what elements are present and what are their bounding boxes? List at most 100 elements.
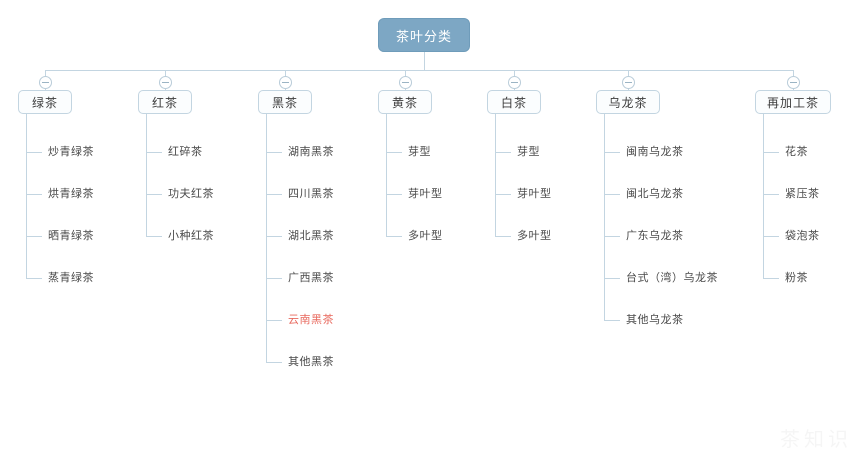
leaf-node[interactable]: 云南黑茶 <box>288 313 334 326</box>
leaf-tick-line <box>763 152 779 153</box>
branch-node-green[interactable]: 绿茶 <box>18 90 72 114</box>
minus-circle-icon-reprocessed[interactable] <box>787 76 800 89</box>
leaf-tick-line <box>266 362 282 363</box>
leaf-tick-line <box>386 152 402 153</box>
branch-node-dark[interactable]: 黑茶 <box>258 90 312 114</box>
minus-circle-icon-oolong[interactable] <box>622 76 635 89</box>
minus-circle-icon-dark[interactable] <box>279 76 292 89</box>
leaf-tick-line <box>266 194 282 195</box>
branch-drop-line <box>628 70 629 76</box>
leaf-tick-line <box>266 236 282 237</box>
toggle-stem-line <box>793 89 794 90</box>
leaf-node[interactable]: 湖南黑茶 <box>288 145 334 158</box>
leaf-tick-line <box>386 194 402 195</box>
branch-bus-line <box>45 70 793 71</box>
child-spine-line <box>495 114 496 236</box>
toggle-stem-line <box>628 89 629 90</box>
leaf-tick-line <box>604 278 620 279</box>
leaf-tick-line <box>604 194 620 195</box>
branch-label: 乌龙茶 <box>608 95 648 110</box>
leaf-node[interactable]: 花茶 <box>785 145 808 158</box>
branch-drop-line <box>514 70 515 76</box>
leaf-node[interactable]: 多叶型 <box>517 229 552 242</box>
leaf-node[interactable]: 闽南乌龙茶 <box>626 145 684 158</box>
branch-label: 黑茶 <box>271 95 298 110</box>
leaf-node[interactable]: 闽北乌龙茶 <box>626 187 684 200</box>
child-spine-line <box>266 114 267 362</box>
child-spine-line <box>146 114 147 236</box>
leaf-node[interactable]: 蒸青绿茶 <box>48 271 94 284</box>
leaf-tick-line <box>26 152 42 153</box>
branch-drop-line <box>793 70 794 76</box>
branch-node-oolong[interactable]: 乌龙茶 <box>596 90 660 114</box>
branch-node-red[interactable]: 红茶 <box>138 90 192 114</box>
branch-label: 绿茶 <box>31 95 58 110</box>
leaf-tick-line <box>26 236 42 237</box>
leaf-tick-line <box>146 152 162 153</box>
leaf-node[interactable]: 烘青绿茶 <box>48 187 94 200</box>
leaf-node[interactable]: 芽叶型 <box>517 187 552 200</box>
toggle-stem-line <box>45 89 46 90</box>
child-spine-line <box>26 114 27 278</box>
branch-drop-line <box>165 70 166 76</box>
leaf-node[interactable]: 小种红茶 <box>168 229 214 242</box>
toggle-stem-line <box>165 89 166 90</box>
leaf-tick-line <box>604 152 620 153</box>
child-spine-line <box>604 114 605 320</box>
leaf-tick-line <box>604 320 620 321</box>
leaf-tick-line <box>146 194 162 195</box>
minus-circle-icon-yellow[interactable] <box>399 76 412 89</box>
root-node[interactable]: 茶叶分类 <box>378 18 470 52</box>
branch-label: 再加工茶 <box>766 95 819 110</box>
leaf-node[interactable]: 广东乌龙茶 <box>626 229 684 242</box>
leaf-node[interactable]: 晒青绿茶 <box>48 229 94 242</box>
branch-node-yellow[interactable]: 黄茶 <box>378 90 432 114</box>
branch-drop-line <box>45 70 46 76</box>
leaf-tick-line <box>763 236 779 237</box>
child-spine-line <box>763 114 764 278</box>
leaf-node[interactable]: 其他乌龙茶 <box>626 313 684 326</box>
leaf-node[interactable]: 台式（湾）乌龙茶 <box>626 271 718 284</box>
leaf-tick-line <box>495 236 511 237</box>
leaf-node[interactable]: 芽型 <box>408 145 431 158</box>
branch-drop-line <box>405 70 406 76</box>
leaf-tick-line <box>763 194 779 195</box>
leaf-node[interactable]: 红碎茶 <box>168 145 203 158</box>
leaf-node[interactable]: 芽型 <box>517 145 540 158</box>
leaf-node[interactable]: 多叶型 <box>408 229 443 242</box>
leaf-node[interactable]: 炒青绿茶 <box>48 145 94 158</box>
leaf-tick-line <box>266 278 282 279</box>
branch-label: 白茶 <box>500 95 527 110</box>
toggle-stem-line <box>285 89 286 90</box>
branch-label: 红茶 <box>151 95 178 110</box>
branch-node-white[interactable]: 白茶 <box>487 90 541 114</box>
branch-node-reprocessed[interactable]: 再加工茶 <box>755 90 831 114</box>
leaf-tick-line <box>26 278 42 279</box>
leaf-tick-line <box>604 236 620 237</box>
child-spine-line <box>386 114 387 236</box>
toggle-stem-line <box>514 89 515 90</box>
leaf-tick-line <box>266 320 282 321</box>
branch-label: 黄茶 <box>391 95 418 110</box>
minus-circle-icon-green[interactable] <box>39 76 52 89</box>
leaf-node[interactable]: 四川黑茶 <box>288 187 334 200</box>
leaf-node[interactable]: 其他黑茶 <box>288 355 334 368</box>
watermark: 茶知识 <box>612 380 852 452</box>
minus-circle-icon-white[interactable] <box>508 76 521 89</box>
branch-drop-line <box>285 70 286 76</box>
root-stem-line <box>424 52 425 70</box>
leaf-node[interactable]: 芽叶型 <box>408 187 443 200</box>
minus-circle-icon-red[interactable] <box>159 76 172 89</box>
leaf-tick-line <box>386 236 402 237</box>
leaf-tick-line <box>26 194 42 195</box>
leaf-tick-line <box>495 152 511 153</box>
leaf-node[interactable]: 粉茶 <box>785 271 808 284</box>
leaf-node[interactable]: 功夫红茶 <box>168 187 214 200</box>
leaf-node[interactable]: 广西黑茶 <box>288 271 334 284</box>
leaf-node[interactable]: 湖北黑茶 <box>288 229 334 242</box>
leaf-node[interactable]: 袋泡茶 <box>785 229 820 242</box>
leaf-tick-line <box>266 152 282 153</box>
leaf-tick-line <box>495 194 511 195</box>
leaf-node[interactable]: 紧压茶 <box>785 187 820 200</box>
